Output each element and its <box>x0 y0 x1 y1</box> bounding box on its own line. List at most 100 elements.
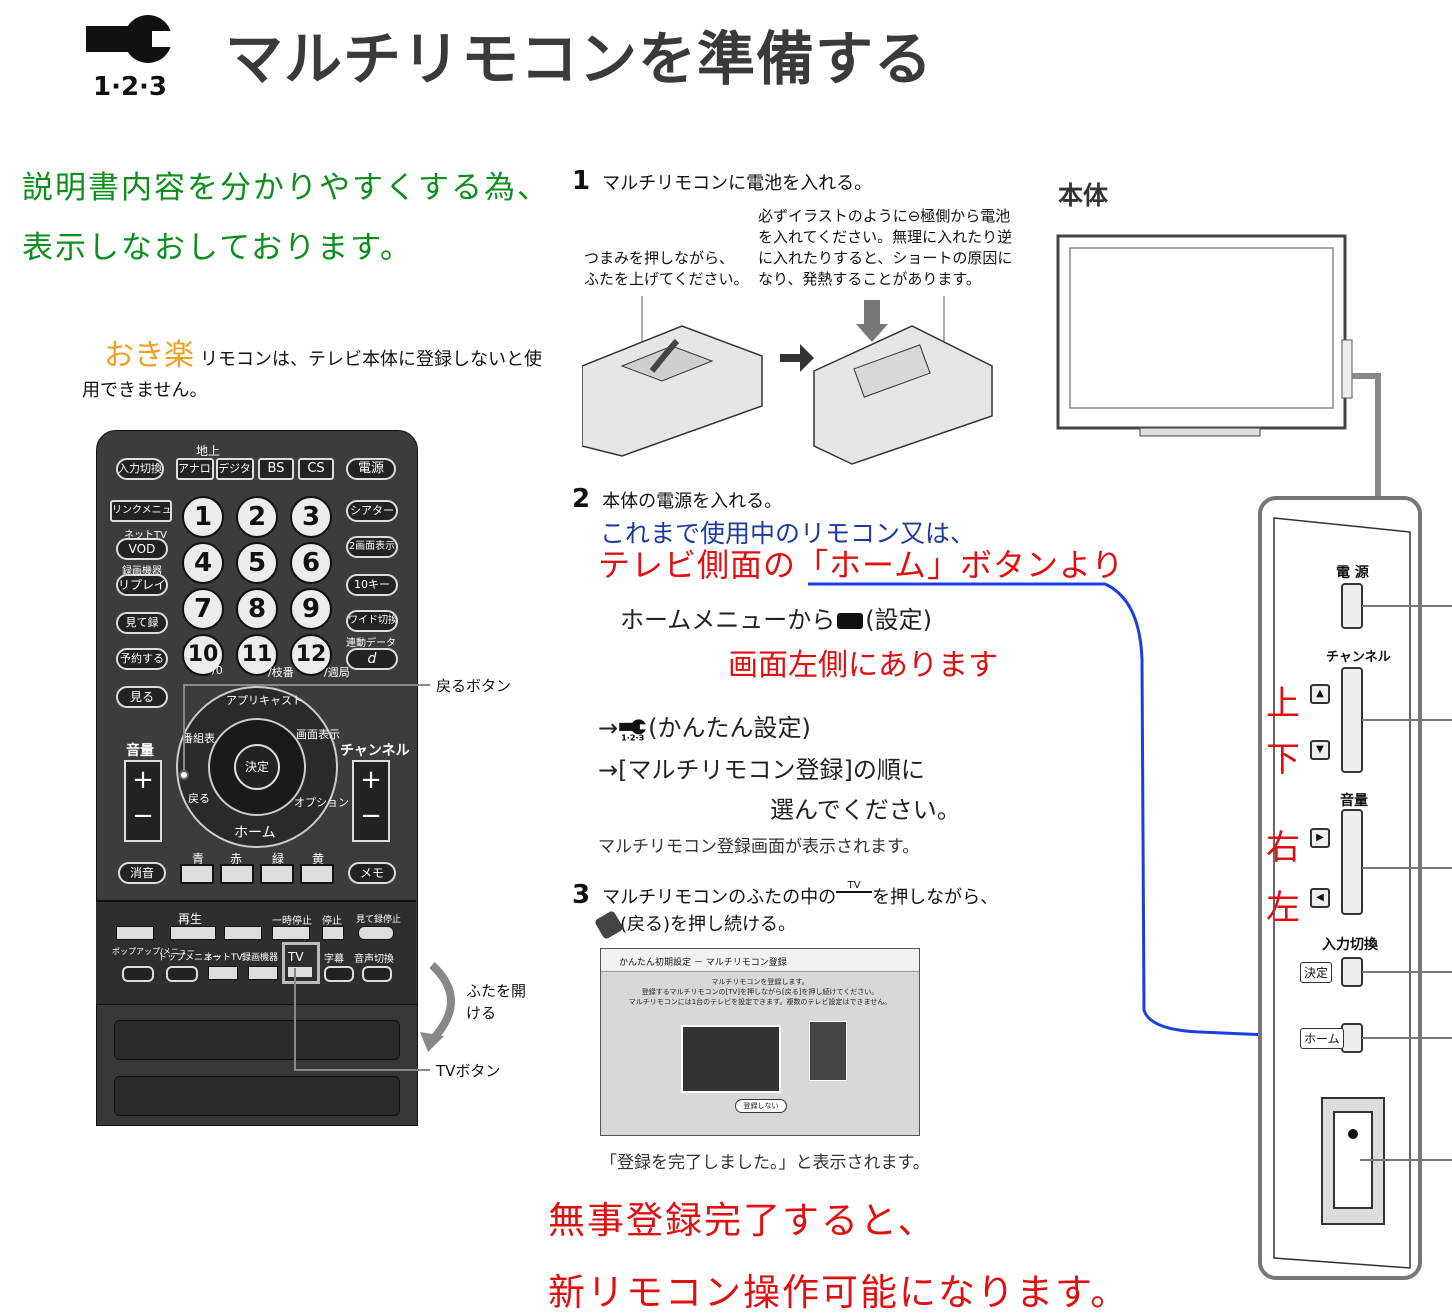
screen-line-2: 登録するマルチリモコンの[TV]を押しながら[戻る]を押し続けてください。 <box>641 988 879 996</box>
red-key-label: 赤 <box>230 852 243 866</box>
num-12-button[interactable]: 12 <box>290 634 332 676</box>
svg-text:1·2·3: 1·2·3 <box>621 732 644 741</box>
tv-volume-rocker[interactable] <box>1342 810 1362 914</box>
num-8-button[interactable]: 8 <box>236 588 278 630</box>
screen-line-3: マルチリモコンには1台のテレビを設定できます。複数のテレビ設定はできません。 <box>628 998 892 1006</box>
wide-button[interactable]: ワイド切換 <box>346 610 398 632</box>
digital-button[interactable]: デジタル <box>216 458 254 480</box>
tv-channel-rocker[interactable] <box>1342 668 1362 772</box>
tv-home-button[interactable] <box>1342 1024 1362 1052</box>
tv-button[interactable] <box>282 942 320 984</box>
bs-button[interactable]: BS <box>258 458 294 480</box>
num-4-button[interactable]: 4 <box>182 542 224 584</box>
input-switch-button[interactable]: 入力切換 <box>116 458 164 480</box>
arrow-line-2-cont: 選んでください。 <box>770 796 961 824</box>
yellow-key-label: 黄 <box>312 852 325 866</box>
power-button[interactable]: 電源 <box>346 458 396 480</box>
volume-rocker[interactable]: +− <box>124 760 162 842</box>
mute-button[interactable]: 消音 <box>118 862 166 884</box>
audio-button[interactable] <box>362 966 392 982</box>
enter-button[interactable]: 決定 <box>234 744 280 790</box>
blue-key[interactable] <box>180 864 214 884</box>
data-d-button[interactable]: d <box>346 648 398 670</box>
dir-down-label: 下 <box>1266 740 1300 780</box>
channel-rocker[interactable]: +− <box>352 760 390 842</box>
replay-button[interactable]: リプレイ <box>116 574 168 596</box>
back-label: 戻る <box>188 792 210 805</box>
ff-button[interactable] <box>224 926 262 940</box>
theater-button[interactable]: シアター <box>346 500 398 522</box>
num-6-button[interactable]: 6 <box>290 542 332 584</box>
num-1-button[interactable]: 1 <box>182 496 224 538</box>
num-10-button[interactable]: 10 <box>182 634 224 676</box>
mite-stop-button[interactable] <box>358 926 394 940</box>
tv-button-callout: TVボタン <box>436 1062 501 1080</box>
subtitle-button[interactable] <box>324 966 354 982</box>
step-3-number: 3 <box>572 880 591 910</box>
num-sub-0: /0 <box>212 664 223 677</box>
popup-button[interactable] <box>122 966 154 982</box>
play-button[interactable] <box>170 926 216 940</box>
final-line-1: 無事登録完了すると、 <box>548 1199 937 1242</box>
num-9-button[interactable]: 9 <box>290 588 332 630</box>
nettv-button[interactable] <box>208 966 238 980</box>
analog-button[interactable]: アナログ <box>176 458 214 480</box>
tv-unit-illustration <box>1056 234 1452 1280</box>
num-11-button[interactable]: 11 <box>236 634 278 676</box>
ten-key-button[interactable]: 10キー <box>346 574 398 596</box>
red-note: テレビ側面の「ホーム」ボタンより <box>598 546 1125 584</box>
tv-enter-button[interactable] <box>1342 958 1362 986</box>
mite-roku-button[interactable]: 見て録 <box>116 612 168 634</box>
step-1-hint-left: つまみを押しながら、 ふたを上げてください。 <box>584 248 749 290</box>
stop-label: 停止 <box>322 916 342 927</box>
arrow-line-1: →1·2·3(かんたん設定) <box>598 708 811 743</box>
rewind-button[interactable] <box>116 926 154 940</box>
vod-button[interactable]: VOD <box>116 538 168 560</box>
menu-suffix: (設定) <box>865 606 933 634</box>
step-2-result: マルチリモコン登録画面が表示されます。 <box>598 837 920 857</box>
arrow-1-text: (かんたん設定) <box>648 714 811 742</box>
screen-skip-button[interactable]: 登録しない <box>735 1099 787 1113</box>
link-menu-button[interactable]: リンクメニュー <box>110 500 172 522</box>
pause-button[interactable] <box>272 926 310 940</box>
tv-power-button[interactable] <box>1342 584 1362 628</box>
green-key[interactable] <box>260 864 294 884</box>
num-7-button[interactable]: 7 <box>182 588 224 630</box>
menu-line-text: ホームメニューから <box>620 606 836 634</box>
brand-name: おき楽 <box>104 338 194 373</box>
memo-button[interactable]: メモ <box>348 862 396 884</box>
quick-setup-icon: 1·2·3 <box>618 719 649 742</box>
watch-button[interactable]: 見る <box>116 686 168 708</box>
step-3-text-c: (戻る)を押し続ける。 <box>620 914 797 935</box>
screen-remote-image <box>681 1025 781 1093</box>
red-key[interactable] <box>220 864 254 884</box>
lid-callout: ふたを開ける <box>466 982 527 1022</box>
dual-screen-button[interactable]: 2画面表示 <box>346 536 398 558</box>
left-arrow-icon: ◀ <box>1310 888 1330 908</box>
topmenu-button[interactable] <box>166 966 198 982</box>
step-1-text: マルチリモコンに電池を入れる。 <box>602 173 873 194</box>
yellow-key[interactable] <box>300 864 334 884</box>
tv-power-label: 電 源 <box>1336 565 1369 581</box>
num-5-button[interactable]: 5 <box>236 542 278 584</box>
tv-channel-label: チャンネル <box>1326 650 1391 665</box>
reserve-button[interactable]: 予約する <box>116 648 168 670</box>
cs-button[interactable]: CS <box>298 458 334 480</box>
tv-main-power-switch[interactable] <box>1334 1112 1372 1208</box>
remote-intro-text: リモコンは、テレビ本体に登録しないと使用できません。 <box>82 349 542 401</box>
tv-key-label: TV <box>288 950 304 964</box>
tv-input-label: 入力切換 <box>1322 937 1378 953</box>
audio-label: 音声切換 <box>354 954 394 965</box>
stop-button[interactable] <box>322 926 344 940</box>
settings-icon: 1·2·3 <box>82 14 178 102</box>
num-2-button[interactable]: 2 <box>236 496 278 538</box>
arrow-line-2: →[マルチリモコン登録]の順に <box>598 756 925 784</box>
num-3-button[interactable]: 3 <box>290 496 332 538</box>
pause-label: 一時停止 <box>272 916 312 927</box>
hint-left-2: ふたを上げてください。 <box>584 270 749 288</box>
up-arrow-icon: ▲ <box>1310 684 1330 704</box>
recorder-button[interactable] <box>248 966 278 980</box>
group-label: 地上 <box>196 444 221 458</box>
